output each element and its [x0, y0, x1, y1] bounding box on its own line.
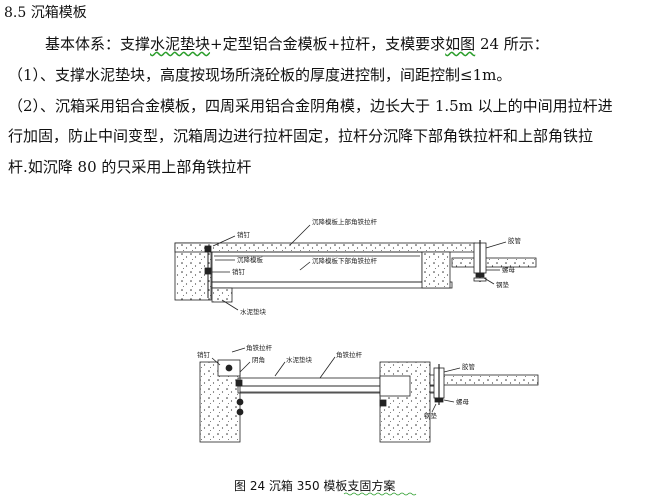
system-prefix: 基本体系：支撑	[45, 35, 151, 53]
top-label-gasket: 钢垫	[496, 280, 510, 289]
bottom-right-column	[379, 361, 431, 443]
top-label-nut: 螺母	[502, 265, 516, 274]
top-label-lower-rod: 沉降模板下部角铁拉杆	[312, 256, 378, 265]
bottom-right-slab	[429, 374, 539, 386]
figure-caption: 图 24 沉箱 350 模板支固方案	[234, 478, 395, 493]
top-cement-block	[211, 287, 233, 303]
top-label-nail-1: 销钉	[237, 230, 251, 239]
top-label-nail-2: 销钉	[232, 267, 246, 276]
item-2-line-3: 杆.如沉降 80 的只采用上部角铁拉杆	[8, 158, 252, 176]
bottom-label-nut: 螺母	[456, 397, 470, 406]
bottom-label-corner: 阴角	[252, 355, 265, 364]
system-underlined-2: 如图	[445, 35, 476, 53]
top-label-block: 水泥垫块	[240, 307, 267, 316]
bottom-label-block: 水泥垫块	[286, 355, 313, 364]
top-right-wall	[421, 251, 451, 289]
section-heading: 8.5 沉箱模板	[4, 5, 87, 21]
system-paragraph: 基本体系：支撑水泥垫块+定型铝合金模板+拉杆，支模要求如图 24 所示：	[45, 35, 549, 53]
item-1-paragraph: （1）、支撑水泥垫块，高度按现场所浇砼板的厚度进控制，间距控制≤1m。	[8, 66, 512, 84]
item-2-line-1: （2）、沉箱采用铝合金模板，四周采用铝合金阴角模，边长大于 1.5m 以上的中间…	[8, 97, 613, 115]
item-2-line-2: 行加固，防止中间变型，沉箱周边进行拉杆固定，拉杆分沉降下部角铁拉杆和上部角铁拉	[8, 127, 594, 145]
top-slab	[174, 242, 476, 253]
system-mid: +定型铝合金模板+拉杆，支模要求	[210, 35, 446, 53]
top-right-slab	[451, 257, 537, 268]
bottom-label-nail: 销钉	[197, 350, 211, 359]
bottom-label-gasket: 钢垫	[424, 411, 438, 420]
top-diagram	[174, 224, 537, 311]
top-label-sink-form: 沉降模板	[237, 255, 264, 264]
bottom-label-pipe: 胶管	[462, 362, 476, 371]
system-underlined-1: 水泥垫块	[150, 35, 211, 53]
top-label-pipe: 胶管	[508, 236, 522, 245]
bottom-label-corner-rod: 角铁拉杆	[336, 350, 363, 359]
caption-underline	[343, 492, 417, 496]
bottom-label-angle-rod: 角铁拉杆	[246, 343, 273, 352]
top-lower-bar	[211, 281, 453, 289]
top-label-upper-rod: 沉降模板上部角铁拉杆	[312, 217, 378, 226]
system-suffix: 24 所示：	[475, 35, 549, 53]
bottom-diagram	[199, 347, 539, 443]
